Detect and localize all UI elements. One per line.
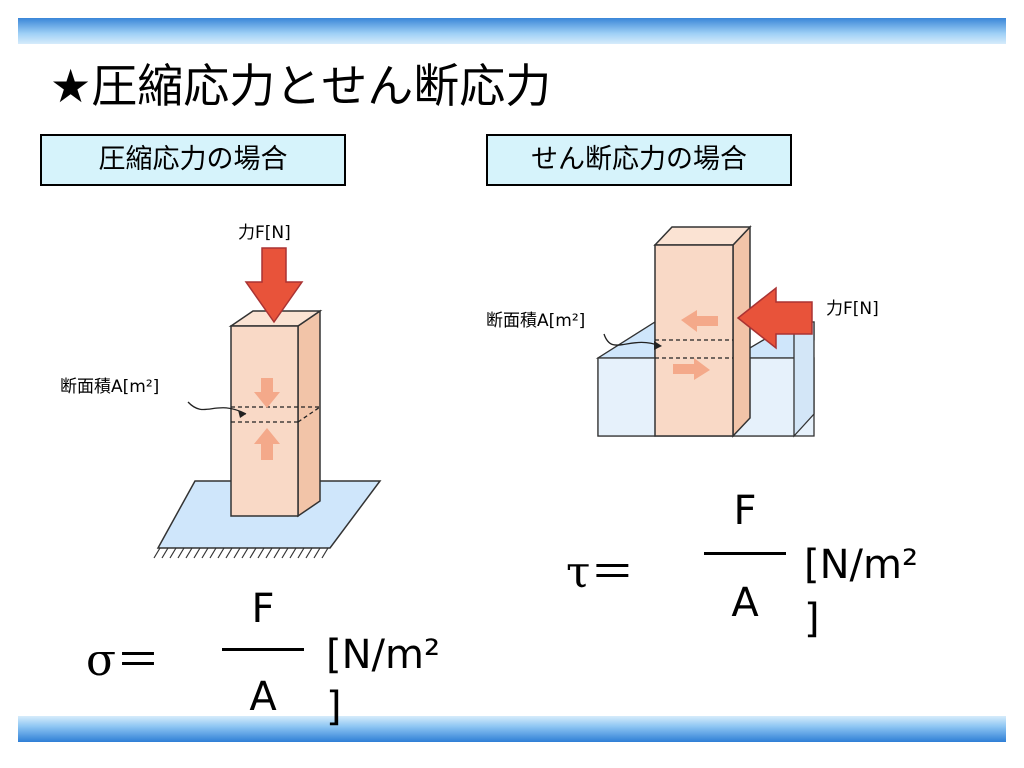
inner-shear-arrows	[673, 310, 718, 380]
shear-area-label: 断面積A[m²]	[486, 311, 585, 331]
tau-unit: [N/m²	[804, 542, 919, 588]
tau-numerator: F	[733, 488, 757, 534]
shear-pointer-line	[603, 333, 661, 347]
leftward-force-arrow	[736, 286, 813, 350]
column-front-face	[230, 325, 299, 517]
sigma-unit-close: ]	[326, 684, 342, 730]
sigma-denominator: A	[249, 674, 277, 720]
shear-pointer-head	[654, 341, 662, 350]
tau-symbol: τ＝	[566, 547, 635, 598]
sigma-numerator: F	[251, 586, 275, 632]
sigma-fraction-bar	[222, 648, 304, 651]
area-pointer-head	[238, 410, 246, 418]
compression-area-label: 断面積A[m²]	[60, 377, 159, 397]
downward-force-arrow	[244, 247, 304, 324]
shear-column-top	[653, 226, 752, 246]
inner-compression-arrows	[254, 378, 280, 460]
shear-force-label: 力F[N]	[826, 299, 879, 319]
slide-title: ★圧縮応力とせん断応力	[50, 59, 552, 113]
top-decorative-band	[18, 18, 1006, 44]
sigma-symbol: σ＝	[86, 635, 161, 686]
compression-case-label: 圧縮応力の場合	[40, 134, 346, 186]
sigma-unit: [N/m²	[326, 632, 441, 678]
compression-force-label: 力F[N]	[238, 223, 291, 243]
shear-column-side	[732, 225, 751, 438]
tau-fraction-bar	[704, 552, 786, 555]
bottom-decorative-band	[18, 716, 1006, 742]
cross-section-plane	[231, 406, 321, 423]
shear-case-label: せん断応力の場合	[486, 134, 792, 186]
ground-hatching	[153, 547, 329, 559]
area-pointer-line	[187, 401, 247, 415]
tau-unit-close: ]	[804, 596, 820, 642]
tau-denominator: A	[731, 580, 759, 626]
